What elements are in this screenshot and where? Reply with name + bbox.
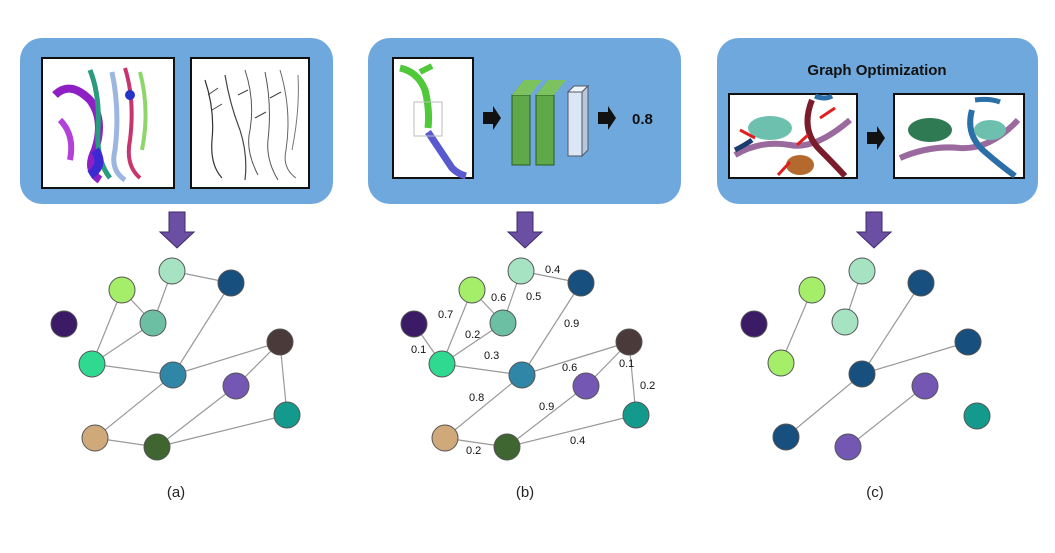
graph-edge: [521, 282, 582, 376]
graph-edge: [94, 374, 174, 439]
arrow-right-icon: [598, 106, 616, 130]
edge-weight-label: 0.1: [619, 358, 634, 370]
graph-node: [963, 402, 991, 430]
graph-node: [222, 372, 250, 400]
graph-node: [78, 350, 106, 378]
graph-node: [266, 328, 294, 356]
graph-c: [740, 257, 991, 461]
graph-node: [767, 349, 795, 377]
graph-edge: [156, 414, 288, 448]
graph-node: [911, 372, 939, 400]
graph-node: [400, 310, 428, 338]
panel-a-box: [20, 38, 333, 204]
edge-weight-label: 0.2: [466, 445, 481, 457]
graph-node: [508, 361, 536, 389]
panel-b-box: 0.8: [368, 38, 681, 204]
graph-edge: [861, 282, 922, 375]
after-optimization-image: [893, 93, 1025, 179]
graph-node: [493, 433, 521, 461]
graph-node: [273, 401, 301, 429]
down-arrow-icon: [855, 211, 893, 249]
graph-node: [848, 360, 876, 388]
panel-c-box: Graph Optimization: [717, 38, 1038, 204]
graph-edge: [506, 385, 587, 448]
edge-weight-label: 0.4: [570, 435, 585, 447]
graph-node: [159, 361, 187, 389]
edge-weight-label: 0.9: [564, 318, 579, 330]
segment-pair-image: [392, 57, 474, 180]
graph-edge: [444, 374, 523, 439]
graph-node: [217, 269, 245, 297]
graph-edge: [861, 341, 969, 375]
down-arrow-icon: [506, 211, 544, 249]
graph-b: 0.4 0.6 0.5 0.7 0.2 0.9 0.1 0.3 0.6 0.1 …: [400, 257, 655, 461]
edge-weight-label: 0.6: [562, 362, 577, 374]
graph-node: [143, 433, 171, 461]
graph-node: [615, 328, 643, 356]
graph-node: [798, 276, 826, 304]
arrow-right-icon: [867, 126, 885, 150]
graph-node: [431, 424, 459, 452]
graph-node: [772, 423, 800, 451]
graph-node: [50, 310, 78, 338]
graph-edge: [506, 414, 637, 448]
skeleton-image: [190, 57, 310, 189]
segmentation-image: [41, 57, 175, 189]
graph-node: [848, 257, 876, 285]
graph-edge: [785, 373, 863, 438]
graph-edge: [156, 385, 237, 448]
graph-node: [108, 276, 136, 304]
edge-weight-label: 0.2: [640, 380, 655, 392]
graph-edge: [91, 363, 174, 376]
edge-weight-label: 0.3: [484, 350, 499, 362]
edge-weight-label: 0.5: [526, 291, 541, 303]
graph-node: [622, 401, 650, 429]
down-arrow-icon: [158, 211, 196, 249]
graph-edge: [521, 341, 630, 376]
graph-node: [81, 424, 109, 452]
graph-node: [567, 269, 595, 297]
edge-weight-label: 0.2: [465, 329, 480, 341]
edge-weight-label: 0.8: [469, 392, 484, 404]
graph-node: [572, 372, 600, 400]
arrow-right-icon: [483, 106, 501, 130]
graph-a: [50, 257, 301, 461]
graph-edge: [172, 282, 232, 376]
graph-node: [507, 257, 535, 285]
graph-node: [834, 433, 862, 461]
before-optimization-image: [728, 93, 858, 179]
merge-score: 0.8: [632, 111, 653, 128]
graph-node: [954, 328, 982, 356]
graph-node: [458, 276, 486, 304]
graph-node: [907, 269, 935, 297]
graph-node: [158, 257, 186, 285]
edge-weight-label: 0.6: [491, 292, 506, 304]
edge-weight-label: 0.9: [539, 401, 554, 413]
panel-label: (a): [167, 484, 185, 501]
panel-label: (c): [866, 484, 884, 501]
panel-label: (b): [516, 484, 534, 501]
edge-weight-label: 0.4: [545, 264, 560, 276]
graph-node: [831, 308, 859, 336]
graph-optimization-title: Graph Optimization: [807, 62, 946, 79]
graph-node: [428, 350, 456, 378]
edge-weight-label: 0.1: [411, 344, 426, 356]
graph-node: [489, 309, 517, 337]
graph-edge: [847, 385, 926, 448]
graph-edge: [172, 341, 281, 376]
cnn-icon: [511, 80, 590, 166]
graph-node: [139, 309, 167, 337]
edge-weight-label: 0.7: [438, 309, 453, 321]
graph-node: [740, 310, 768, 338]
